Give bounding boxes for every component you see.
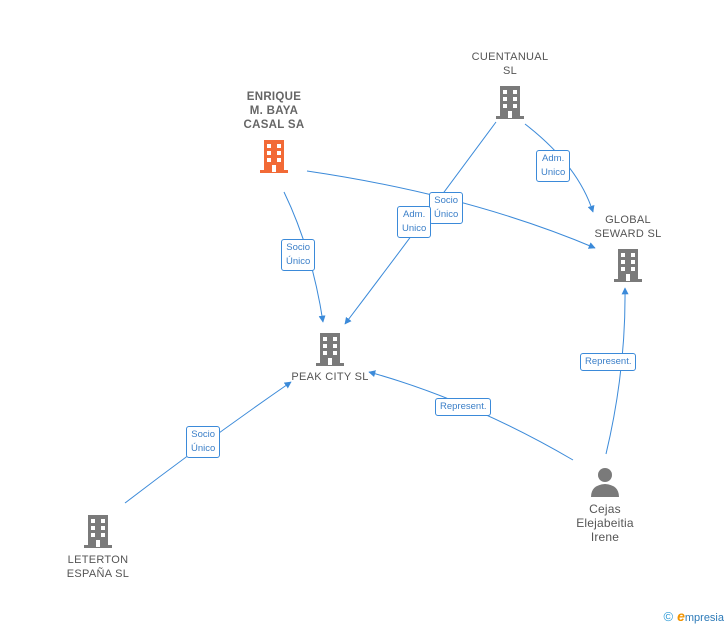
brand-watermark: ©empresia [663,608,724,624]
node-cejas-elejabeitia[interactable]: Cejas Elejabeitia Irene [555,466,655,544]
edge-label-line: Socio [286,242,311,253]
building-icon [496,86,524,119]
node-peak-city[interactable]: PEAK CITY SL [280,331,380,384]
node-label: CUENTANUAL [471,51,549,63]
node-label: CASAL SA [243,119,305,131]
edge-cejas-peak [368,370,574,461]
person-icon [591,468,619,497]
edge-label-line: Adm. [403,209,426,220]
copyright-icon: © [663,609,674,624]
building-icon [84,515,112,548]
edge-label-adm-unico[interactable]: Adm. Unico [536,150,571,182]
node-label: LETERTON [67,554,129,566]
building-icon [316,333,344,366]
edge-label-line: Único [286,256,311,267]
node-label: GLOBAL [605,214,651,226]
brand-name: mpresia [684,612,724,624]
edge-label-socio-unico[interactable]: Socio Único [281,239,316,271]
edge-label-represent[interactable]: Represent. [580,353,637,371]
edge-label-socio-unico[interactable]: Socio Único [429,192,464,224]
node-label: Elejabeitia [576,516,634,530]
building-icon [260,140,288,173]
brand-logo-initial: e [677,608,685,624]
node-label: Cejas [589,502,621,516]
node-global-seward[interactable]: GLOBAL SEWARD SL [578,213,678,283]
node-leterton-espana[interactable]: LETERTON ESPAÑA SL [48,513,148,581]
edge-label-line: Único [434,209,459,220]
edge-label-line: Único [191,443,216,454]
node-label: Irene [590,530,620,544]
edge-label-socio-unico[interactable]: Socio Único [186,426,221,458]
edge-label-adm-unico[interactable]: Adm. Unico [397,206,432,238]
edge-label-line: Represent. [585,356,632,367]
edge-label-line: Socio [434,195,459,206]
node-label: M. BAYA [249,105,299,117]
node-label: ENRIQUE [246,91,302,103]
node-enrique-baya-casal[interactable]: ENRIQUE M. BAYA CASAL SA [228,90,320,174]
edge-label-line: Unico [402,223,427,234]
edge-label-line: Socio [191,429,216,440]
node-label: PEAK CITY SL [291,371,369,383]
edge-label-represent[interactable]: Represent. [435,398,492,416]
edge-label-line: Unico [541,167,566,178]
node-label: SEWARD SL [594,228,662,240]
edge-label-line: Adm. [542,153,565,164]
edge-cejas-global [605,287,629,455]
node-cuentanual[interactable]: CUENTANUAL SL [460,50,560,120]
building-icon [614,249,642,282]
edge-label-line: Represent. [440,401,487,412]
node-label: SL [502,65,518,77]
node-label: ESPAÑA SL [66,568,130,580]
